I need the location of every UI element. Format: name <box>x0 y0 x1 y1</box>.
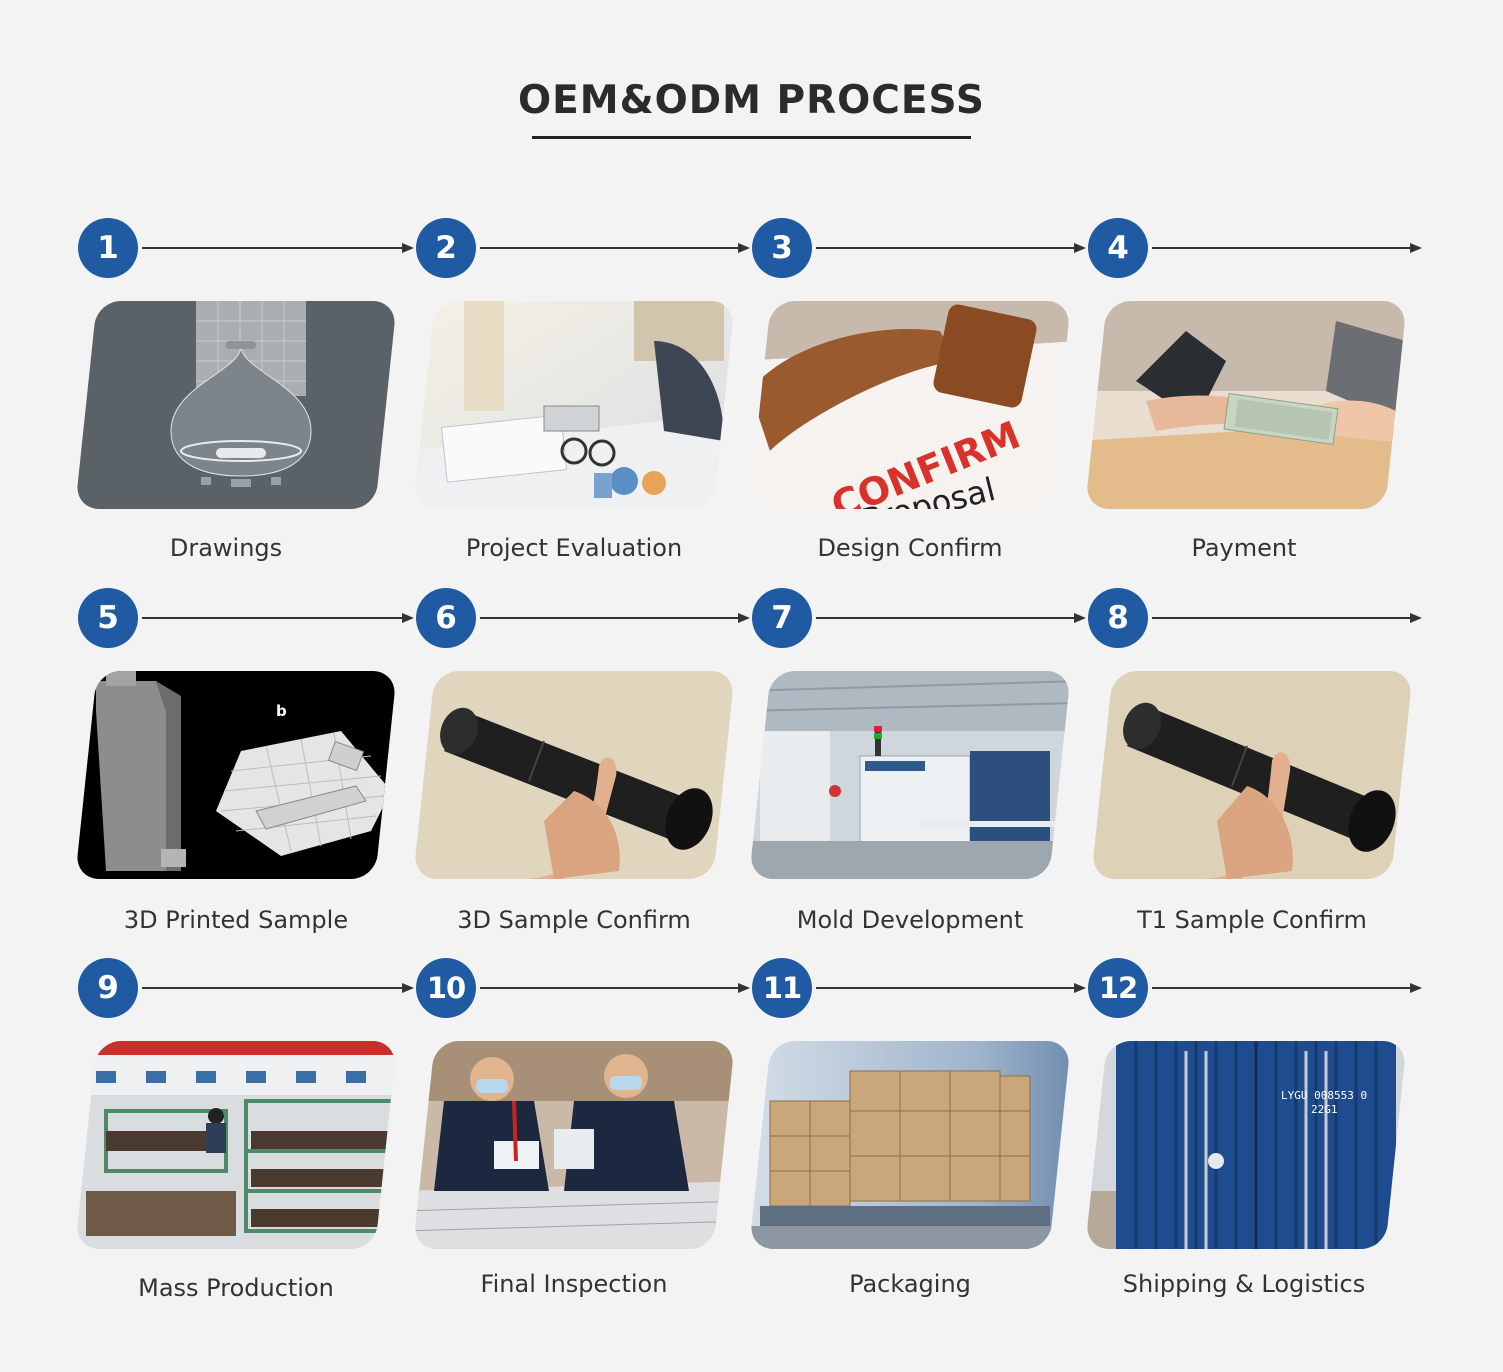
step-label-7: Mold Development <box>796 906 1024 934</box>
step-label-5: 3D Printed Sample <box>123 906 349 934</box>
arrow-connector <box>816 613 1086 623</box>
step-label-2: Project Evaluation <box>465 534 683 562</box>
step-image-packaging <box>749 1041 1071 1249</box>
process-row-2: 5 6 7 8 b <box>0 588 1503 934</box>
step-label-11: Packaging <box>849 1270 971 1298</box>
step-label-8: T1 Sample Confirm <box>1137 906 1367 934</box>
print-letter: b <box>276 702 287 720</box>
step-badge-8: 8 <box>1088 588 1148 648</box>
process-row-1: 1 2 3 4 <box>0 218 1503 562</box>
step-label-10: Final Inspection <box>480 1270 668 1298</box>
arrow-connector <box>1152 613 1422 623</box>
arrow-connector <box>480 613 750 623</box>
step-badge-7: 7 <box>752 588 812 648</box>
container-type: 22G1 <box>1311 1103 1338 1116</box>
step-badge-4: 4 <box>1088 218 1148 278</box>
step-image-shipping-logistics: LYGU 008553 0 22G1 <box>1085 1041 1407 1249</box>
step-badge-6: 6 <box>416 588 476 648</box>
title-underline <box>532 136 971 139</box>
arrow-connector <box>142 983 414 993</box>
step-image-final-inspection <box>413 1041 735 1249</box>
arrow-connector <box>142 613 414 623</box>
arrow-connector <box>816 983 1086 993</box>
step-badge-11: 11 <box>752 958 812 1018</box>
step-image-project-evaluation <box>413 301 735 509</box>
step-label-12: Shipping & Logistics <box>1122 1270 1366 1298</box>
step-image-3d-printed-sample: b <box>75 671 397 879</box>
arrow-connector <box>816 243 1086 253</box>
arrow-connector <box>1152 243 1422 253</box>
step-label-6: 3D Sample Confirm <box>457 906 691 934</box>
arrow-connector <box>480 243 750 253</box>
step-image-drawings <box>75 301 397 509</box>
step-image-t1-sample-confirm <box>1091 671 1413 879</box>
step-label-4: Payment <box>1191 534 1297 562</box>
step-label-3: Design Confirm <box>817 534 1003 562</box>
step-label-1: Drawings <box>169 534 283 562</box>
arrow-connector <box>480 983 750 993</box>
arrow-connector <box>1152 983 1422 993</box>
step-badge-2: 2 <box>416 218 476 278</box>
step-image-design-confirm: CONFIRM Proposal <box>749 301 1071 509</box>
step-image-mass-production <box>75 1041 397 1249</box>
container-code: LYGU 008553 0 <box>1281 1089 1367 1102</box>
process-row-3: 9 10 11 12 <box>0 958 1503 1302</box>
page-title: OEM&ODM PROCESS <box>518 78 985 123</box>
page-title-wrap: OEM&ODM PROCESS <box>0 78 1503 129</box>
step-image-3d-sample-confirm <box>413 671 735 879</box>
step-image-payment <box>1085 301 1407 509</box>
step-image-mold-development <box>749 671 1071 879</box>
step-badge-3: 3 <box>752 218 812 278</box>
arrow-connector <box>142 243 414 253</box>
step-label-9: Mass Production <box>138 1274 334 1302</box>
step-badge-9: 9 <box>78 958 138 1018</box>
step-badge-1: 1 <box>78 218 138 278</box>
step-badge-5: 5 <box>78 588 138 648</box>
step-badge-12: 12 <box>1088 958 1148 1018</box>
step-badge-10: 10 <box>416 958 476 1018</box>
